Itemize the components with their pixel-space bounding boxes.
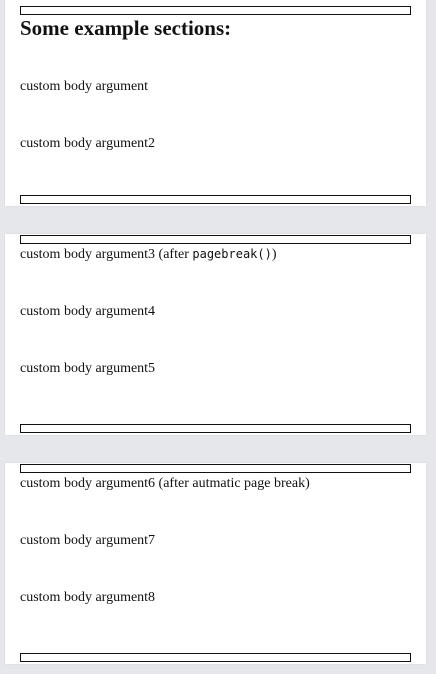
body-paragraph: custom body argument3 (after pagebreak()… [20, 248, 277, 262]
page-2: custom body argument3 (after pagebreak()… [5, 234, 426, 435]
header-box [20, 6, 411, 15]
body-paragraph: custom body argument6 (after autmatic pa… [20, 476, 310, 491]
body-text-suffix: ) [271, 247, 277, 262]
header-box [20, 464, 411, 473]
footer-box [20, 424, 411, 433]
body-paragraph: custom body argument4 [20, 304, 156, 319]
body-paragraph: custom body argument7 [20, 533, 156, 548]
body-paragraph: custom body argument [20, 79, 149, 94]
body-paragraph: custom body argument5 [20, 361, 156, 376]
body-text-part: custom body argument3 (after [20, 247, 193, 262]
section-heading: Some example sections: [20, 16, 232, 40]
footer-box [20, 195, 411, 204]
header-box [20, 235, 411, 244]
footer-box [20, 653, 411, 662]
page-3: custom body argument6 (after autmatic pa… [5, 463, 426, 664]
body-paragraph: custom body argument2 [20, 136, 156, 151]
inline-code: pagebreak() [192, 247, 272, 261]
body-paragraph: custom body argument8 [20, 590, 156, 605]
page-1: Some example sections: custom body argum… [5, 0, 426, 206]
